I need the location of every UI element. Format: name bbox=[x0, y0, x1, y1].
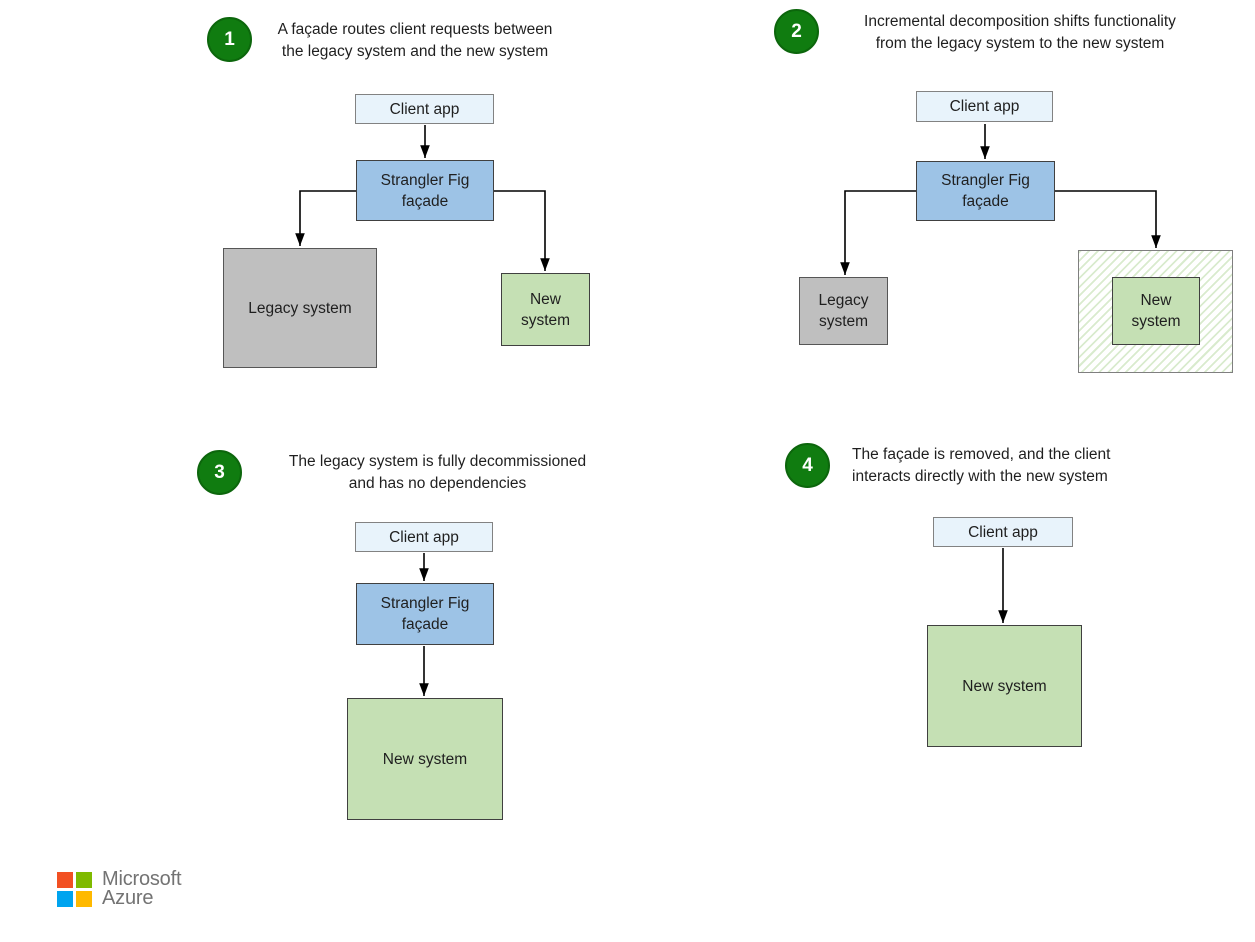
microsoft-azure-wordmark: Microsoft Azure bbox=[102, 868, 182, 909]
new-system-box-3: New system bbox=[347, 698, 503, 820]
ms-square-yellow bbox=[76, 890, 92, 907]
arrow-facade-to-legacy-1 bbox=[295, 190, 356, 246]
step-caption-1: A façade routes client requests between … bbox=[240, 19, 590, 62]
arrow-facade-to-new-2 bbox=[1055, 190, 1161, 248]
caption-line: Incremental decomposition shifts functio… bbox=[864, 13, 1176, 30]
client-app-box-3: Client app bbox=[355, 522, 493, 552]
ms-square-blue bbox=[57, 890, 73, 907]
arrow-facade-to-new-1 bbox=[494, 190, 550, 271]
new-system-box-2: New system bbox=[1112, 277, 1200, 345]
legacy-system-box-1: Legacy system bbox=[223, 248, 377, 368]
step-badge-4: 4 bbox=[785, 443, 830, 488]
caption-line: from the legacy system to the new system bbox=[875, 34, 1165, 52]
client-app-box-2: Client app bbox=[916, 91, 1053, 122]
caption-line: The façade is removed, and the client bbox=[852, 446, 1111, 463]
step-caption-4: The façade is removed, and the client in… bbox=[852, 444, 1182, 487]
step-caption-2: Incremental decomposition shifts functio… bbox=[835, 11, 1205, 54]
step-badge-2: 2 bbox=[774, 9, 819, 54]
strangler-fig-facade-box-1: Strangler Fig façade bbox=[356, 160, 494, 221]
legacy-system-box-2: Legacy system bbox=[799, 277, 888, 345]
microsoft-logo-icon bbox=[57, 871, 92, 907]
new-system-box-4: New system bbox=[927, 625, 1082, 747]
ms-square-red bbox=[57, 871, 73, 888]
step-badge-3: 3 bbox=[197, 450, 242, 495]
brand-line-microsoft: Microsoft bbox=[102, 868, 182, 890]
arrow-facade-to-legacy-2 bbox=[840, 190, 916, 275]
strangler-fig-facade-box-3: Strangler Fig façade bbox=[356, 583, 494, 645]
client-app-box-4: Client app bbox=[933, 517, 1073, 547]
caption-line: A façade routes client requests between bbox=[277, 21, 553, 38]
strangler-fig-facade-box-2: Strangler Fig façade bbox=[916, 161, 1055, 221]
new-system-box-1: New system bbox=[501, 273, 590, 346]
step-badge-1: 1 bbox=[207, 17, 252, 62]
brand-line-azure: Azure bbox=[102, 887, 154, 909]
caption-line: interacts directly with the new system bbox=[852, 467, 1108, 485]
step-caption-3: The legacy system is fully decommissione… bbox=[250, 451, 625, 494]
caption-line: The legacy system is fully decommissione… bbox=[288, 453, 587, 470]
microsoft-azure-logo: Microsoft Azure bbox=[57, 868, 182, 909]
client-app-box-1: Client app bbox=[355, 94, 494, 124]
ms-square-green bbox=[76, 871, 92, 888]
caption-line: the legacy system and the new system bbox=[281, 42, 549, 60]
caption-line: and has no dependencies bbox=[348, 474, 527, 492]
